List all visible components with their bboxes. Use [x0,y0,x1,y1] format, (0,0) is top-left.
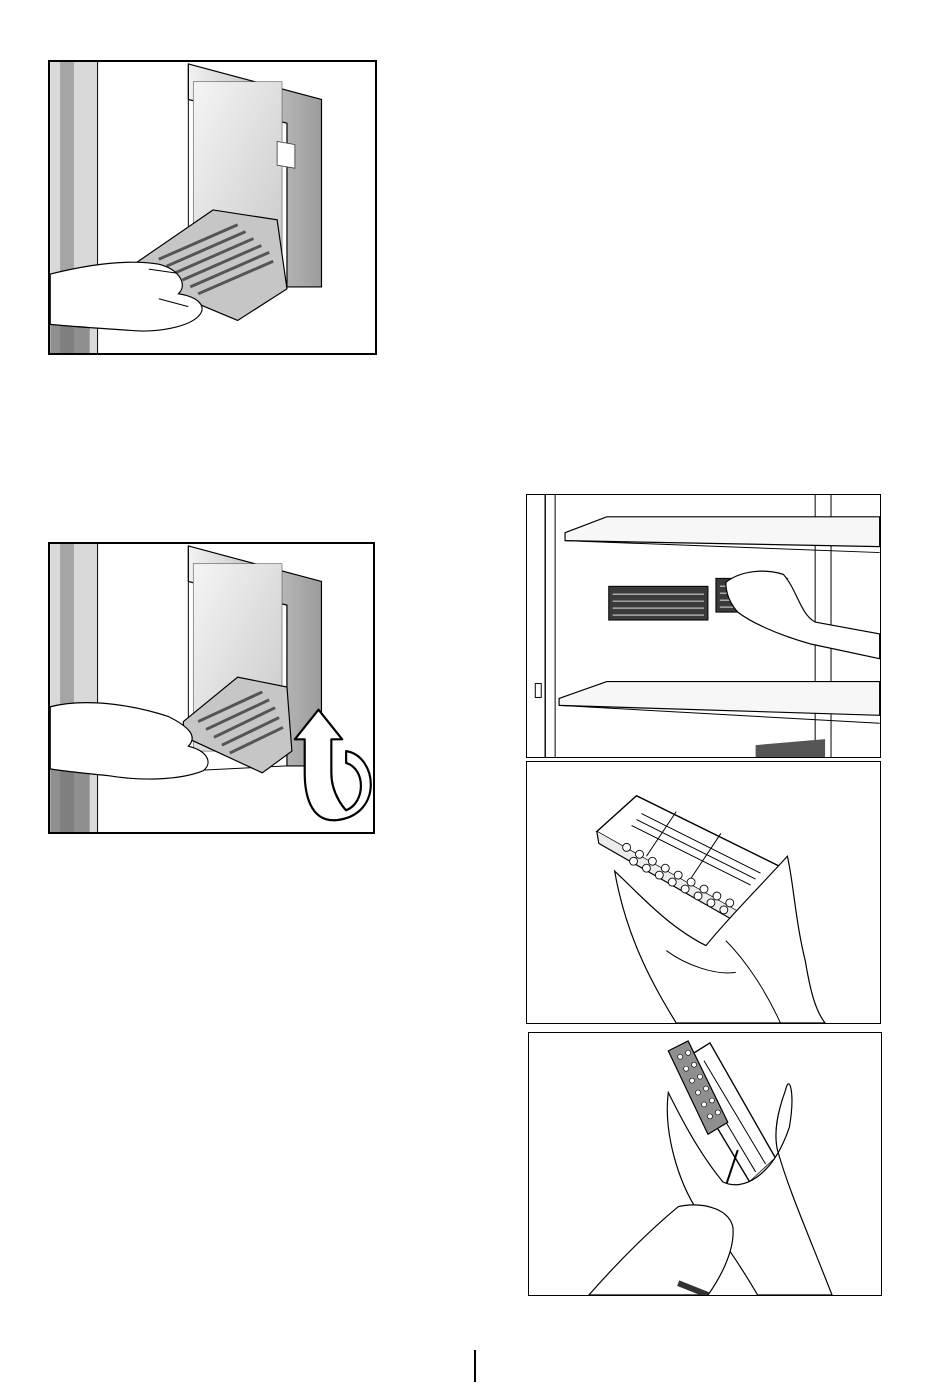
odour-filter-in-fridge-illustration [527,495,880,757]
figure-odour-filter-cartridge-pry [528,1032,882,1296]
rotate-arrow-icon [295,710,371,821]
drip-tray-refit-illustration [50,544,373,832]
figure-drip-tray-refit [48,542,375,834]
figure-odour-filter-in-fridge [526,494,881,758]
odour-filter-cartridge-pry-illustration [529,1033,881,1295]
drip-tray-removal-illustration [50,62,375,353]
odour-filter-held-open-illustration [527,762,880,1023]
figure-odour-filter-held-open [526,761,881,1024]
figure-drip-tray-removal [48,60,377,355]
page-divider-mark [474,1350,476,1382]
